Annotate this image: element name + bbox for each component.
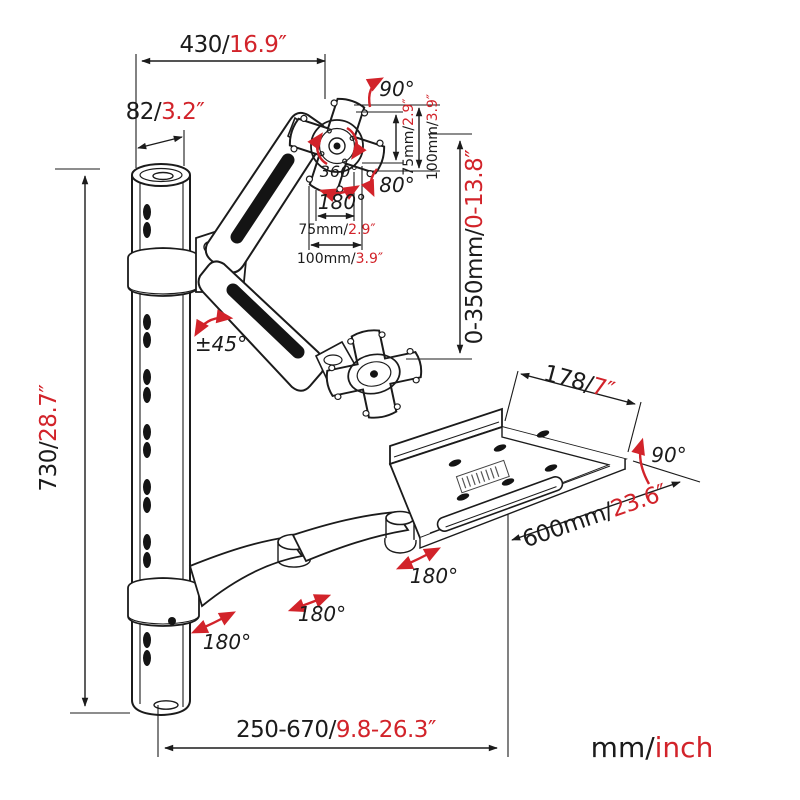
gas-spring-slot-upper [230,153,295,244]
angle-label-arm-joint-3: 180° [410,564,458,588]
angle-label-tilt-up: 90° [379,77,414,101]
rotation-arrow-icon [346,126,367,160]
dim-label-vesa100-v: 100mm/3.9″ [425,94,441,180]
motion-arrows [190,77,651,634]
tray-swing-arm [127,510,417,627]
gas-spring-slot-lower [226,283,305,359]
angle-label-tilt-down: 80° [379,173,414,197]
tray-arm-link-1 [188,536,304,608]
angle-label-swivel: 180° [318,190,366,214]
dimension-lines [81,57,681,752]
angle-label-arm-joint-1: 180° [203,630,251,654]
arm-swivel-arrow-1-icon [190,611,236,634]
vesa-plate-lower [325,329,423,419]
dim-label-vesa100-h: 100mm/3.9″ [297,251,383,267]
lift-arrow-icon [194,309,234,337]
wall-column [131,163,191,717]
dim-label-column-height: 730/28.7″ [36,384,62,492]
arm-swivel-arrow-2-icon [287,594,332,612]
angle-label-arm-joint-2: 180° [298,602,346,626]
angle-label-tray-fold: 90° [651,443,686,467]
dim-label-arm-extension: 250-670/9.8-26.3″ [236,717,437,743]
dim-label-tray-depth: 178/7″ [541,360,618,404]
arm-swivel-arrow-3-icon [395,547,441,570]
dim-label-height-adjustment: 0-350mm/0-13.8″ [462,149,488,345]
rotation-arrow-icon-2 [307,132,328,166]
vesa-holes-lower [328,331,420,417]
dim-label-vesa75-h: 75mm/2.9″ [298,222,375,238]
tilt-down-arrow-icon [360,168,378,198]
unit-legend: mm/inch [591,731,714,764]
tilt-up-arrow-icon [365,77,384,108]
column-bottom-slot [153,700,179,710]
dim-line-column-depth [137,135,183,150]
tray-arm-link-2 [291,511,410,563]
extension-lines [55,54,701,757]
column-top-slot [152,171,174,181]
swivel-arrow-icon [318,185,360,202]
dim-label-overall-width: 430/16.9″ [180,32,288,58]
tray-barcode-label [455,459,510,494]
tray-fold-arrow-icon [631,437,651,485]
dim-label-vesa75-v: 75mm/2.9″ [401,98,417,175]
dim-line-tray-depth [520,372,636,406]
angle-label-lift: ±45° [195,332,247,356]
dim-line-tray-width [511,481,681,541]
angle-label-rotation: 360° [320,162,359,181]
arm-pivot-bolt [168,617,176,625]
dim-label-column-depth: 82/3.2″ [126,99,206,125]
tray-holes [448,430,558,501]
